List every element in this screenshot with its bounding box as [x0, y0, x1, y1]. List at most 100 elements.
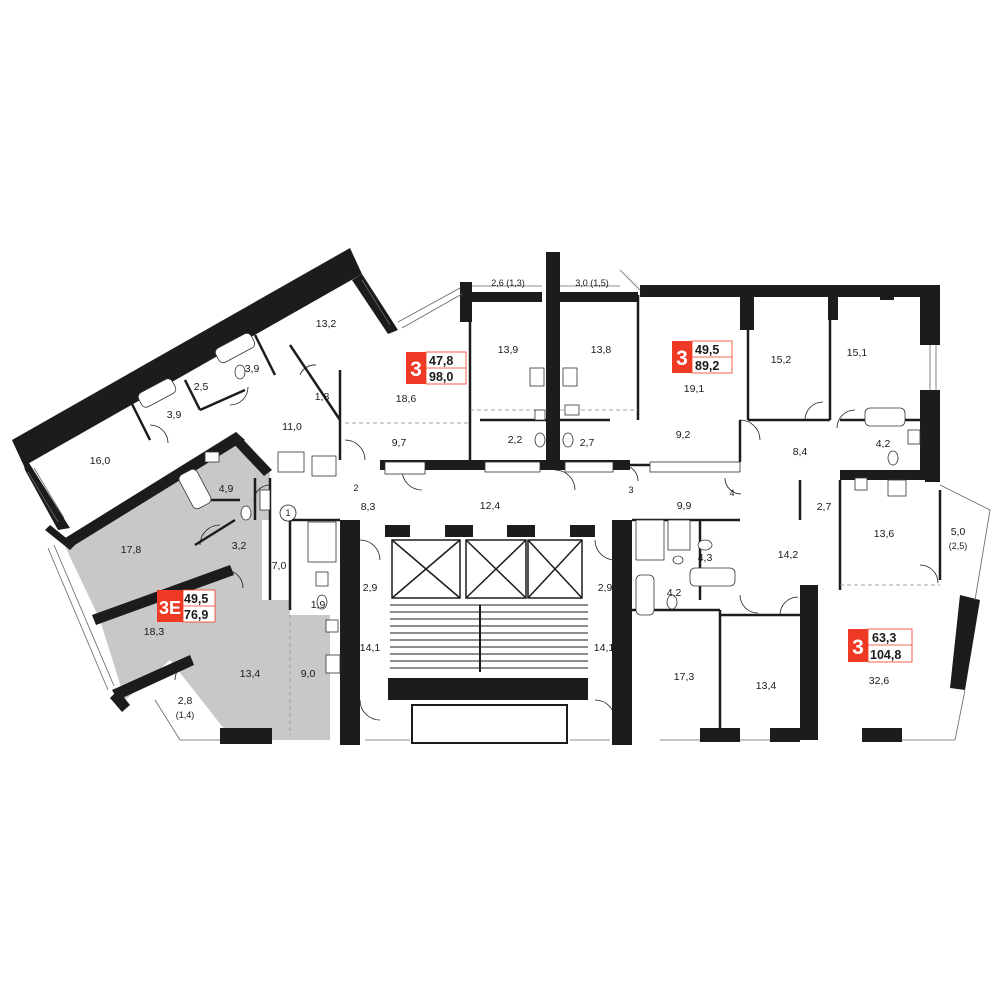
room-area: 13,2: [316, 318, 337, 330]
room-area: 17,3: [674, 671, 695, 683]
room-area: 14,1: [360, 642, 381, 654]
elevator-1: [391, 539, 461, 599]
room-area: 4,3: [698, 552, 713, 564]
room-area: 13,8: [591, 344, 612, 356]
sink-icon: [325, 619, 339, 633]
room-area: (2,5): [949, 541, 968, 551]
room-area: 13,4: [240, 668, 261, 680]
fridge-icon: [277, 451, 305, 473]
room-area: 15,1: [847, 347, 868, 359]
room-area: 19,1: [684, 383, 705, 395]
toilet-icon: [240, 505, 252, 521]
living-area: 49,5: [184, 592, 208, 606]
plumbing-fixtures: [137, 332, 921, 674]
sink-icon: [315, 571, 329, 587]
door-markers: 1 2 3 4: [279, 483, 735, 522]
room-area: 2,5: [194, 381, 209, 393]
room-area: 9,7: [392, 437, 407, 449]
sink-icon: [907, 429, 921, 445]
stove-icon: [325, 654, 341, 674]
total-area: 98,0: [429, 370, 453, 384]
room-area: 2,7: [580, 437, 595, 449]
door-marker-2: 2: [353, 483, 358, 493]
total-area: 89,2: [695, 359, 719, 373]
apartment-badge-3e[interactable]: 3Е 49,5 76,9: [157, 589, 216, 623]
room-area: 5,0: [951, 526, 966, 538]
living-area: 47,8: [429, 354, 453, 368]
toilet-icon: [697, 539, 713, 551]
sink-icon: [204, 451, 220, 463]
room-area: 3,9: [167, 409, 182, 421]
room-area: 2,9: [598, 582, 613, 594]
elevator-2: [465, 539, 527, 599]
bathtub-icon: [137, 378, 177, 408]
apartment-badge-2[interactable]: 3 49,5 89,2: [672, 340, 733, 374]
kitchen-counter-icon: [649, 461, 741, 473]
room-area: 14,1: [594, 642, 615, 654]
room-area: 16,0: [90, 455, 111, 467]
room-area: 3,2: [232, 540, 247, 552]
room-area: 11,0: [282, 421, 302, 433]
sink-icon: [534, 409, 546, 421]
toilet-icon: [672, 555, 684, 565]
room-area: 18,3: [144, 626, 165, 638]
room-area: 13,6: [874, 528, 895, 540]
room-area: 4,2: [667, 587, 682, 599]
elevator-3: [527, 539, 583, 599]
room-area: 2,6 (1,3): [491, 278, 525, 288]
living-area: 63,3: [872, 631, 896, 645]
room-area: 9,2: [676, 429, 691, 441]
total-area: 76,9: [184, 608, 208, 622]
kitchen-counter-icon: [384, 461, 426, 475]
room-area: 9,9: [677, 500, 692, 512]
rooms-count: 3: [676, 347, 688, 370]
outer-walls: [12, 248, 980, 745]
room-area: 1,9: [311, 599, 326, 611]
room-area: 12,4: [480, 500, 501, 512]
toilet-icon: [534, 432, 546, 448]
sink-icon: [564, 404, 580, 416]
interior-partitions: [99, 295, 942, 735]
bathtub-icon: [689, 567, 736, 587]
living-area: 49,5: [695, 343, 719, 357]
door-marker-3: 3: [628, 485, 633, 495]
room-area: 15,2: [771, 354, 792, 366]
room-area: 13,9: [498, 344, 519, 356]
room-area: 13,4: [756, 680, 777, 692]
rooms-badge: [406, 352, 426, 384]
room-labels: 13,2 3,9 2,5 3,9 16,0 1,8 11,0 18,6 9,7 …: [90, 278, 967, 720]
room-area: 2,9: [363, 582, 378, 594]
windows: [27, 269, 991, 741]
toilet-icon: [887, 450, 899, 466]
rooms-count: 3Е: [159, 598, 181, 618]
kitchen-counter-icon: [484, 461, 541, 473]
bathtub-icon: [864, 407, 906, 427]
zone-dividers: [289, 409, 940, 735]
stove-icon: [562, 367, 578, 387]
door-marker-4: 4: [729, 488, 734, 498]
room-area: 7,0: [272, 560, 287, 572]
apartment-badge-4[interactable]: 3 63,3 104,8: [848, 628, 913, 663]
room-area: 8,3: [361, 501, 376, 513]
rooms-count: 3: [410, 358, 422, 381]
sink-icon: [854, 477, 868, 491]
apartment-badge-1[interactable]: 3 47,8 98,0: [406, 351, 467, 385]
stove-icon: [529, 367, 545, 387]
room-area: 2,2: [508, 434, 523, 446]
room-area: 3,0 (1,5): [575, 278, 609, 288]
toilet-icon: [316, 594, 328, 610]
toilet-icon: [234, 364, 246, 380]
room-area: 2,8: [178, 695, 193, 707]
toilet-icon: [666, 594, 678, 610]
stove-icon: [887, 479, 907, 497]
kitchen-counter-icon: [564, 461, 614, 473]
room-area: 4,9: [219, 483, 234, 495]
room-area: 18,6: [396, 393, 417, 405]
door-marker-1: 1: [285, 508, 290, 518]
stove-icon: [311, 455, 337, 477]
rooms-count: 3: [852, 636, 864, 659]
fridge-icon: [667, 519, 691, 551]
room-area: (1,4): [176, 710, 195, 720]
fridge-icon: [307, 521, 337, 563]
